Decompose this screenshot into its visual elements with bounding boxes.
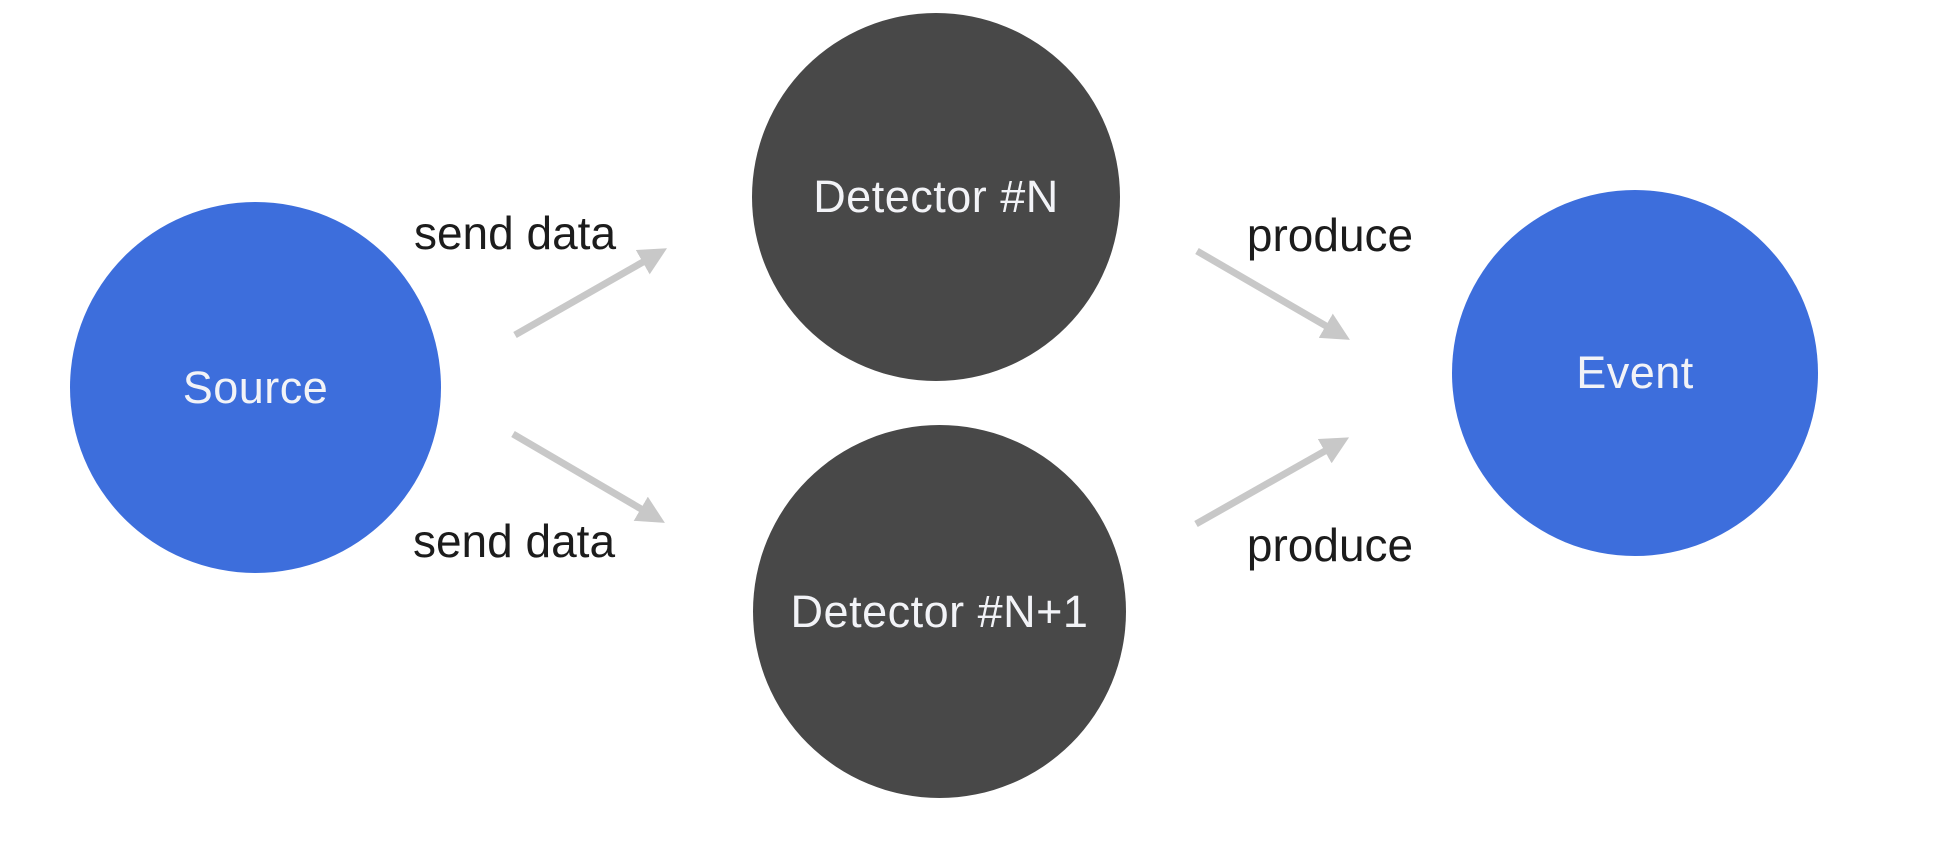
arrow-detector-n-plus-1-to-event bbox=[1194, 437, 1350, 528]
arrow-source-to-detector-n-plus-1 bbox=[511, 430, 665, 523]
edge-label-send-data-bottom: send data bbox=[412, 515, 616, 567]
edge-label-produce-bottom: produce bbox=[1246, 519, 1414, 571]
node-detector-n-plus-1-label: Detector #N+1 bbox=[790, 585, 1089, 637]
node-detector-n: Detector #N bbox=[752, 13, 1120, 381]
edge-label-send-data-top: send data bbox=[413, 207, 617, 259]
node-source-label: Source bbox=[182, 361, 329, 413]
node-event: Event bbox=[1452, 190, 1818, 556]
arrow-source-to-detector-n bbox=[513, 248, 668, 339]
edge-label-produce-top: produce bbox=[1246, 209, 1414, 261]
node-event-label: Event bbox=[1576, 347, 1694, 398]
node-source: Source bbox=[70, 202, 441, 573]
node-detector-n-plus-1: Detector #N+1 bbox=[753, 425, 1126, 798]
node-detector-n-label: Detector #N bbox=[813, 171, 1059, 222]
